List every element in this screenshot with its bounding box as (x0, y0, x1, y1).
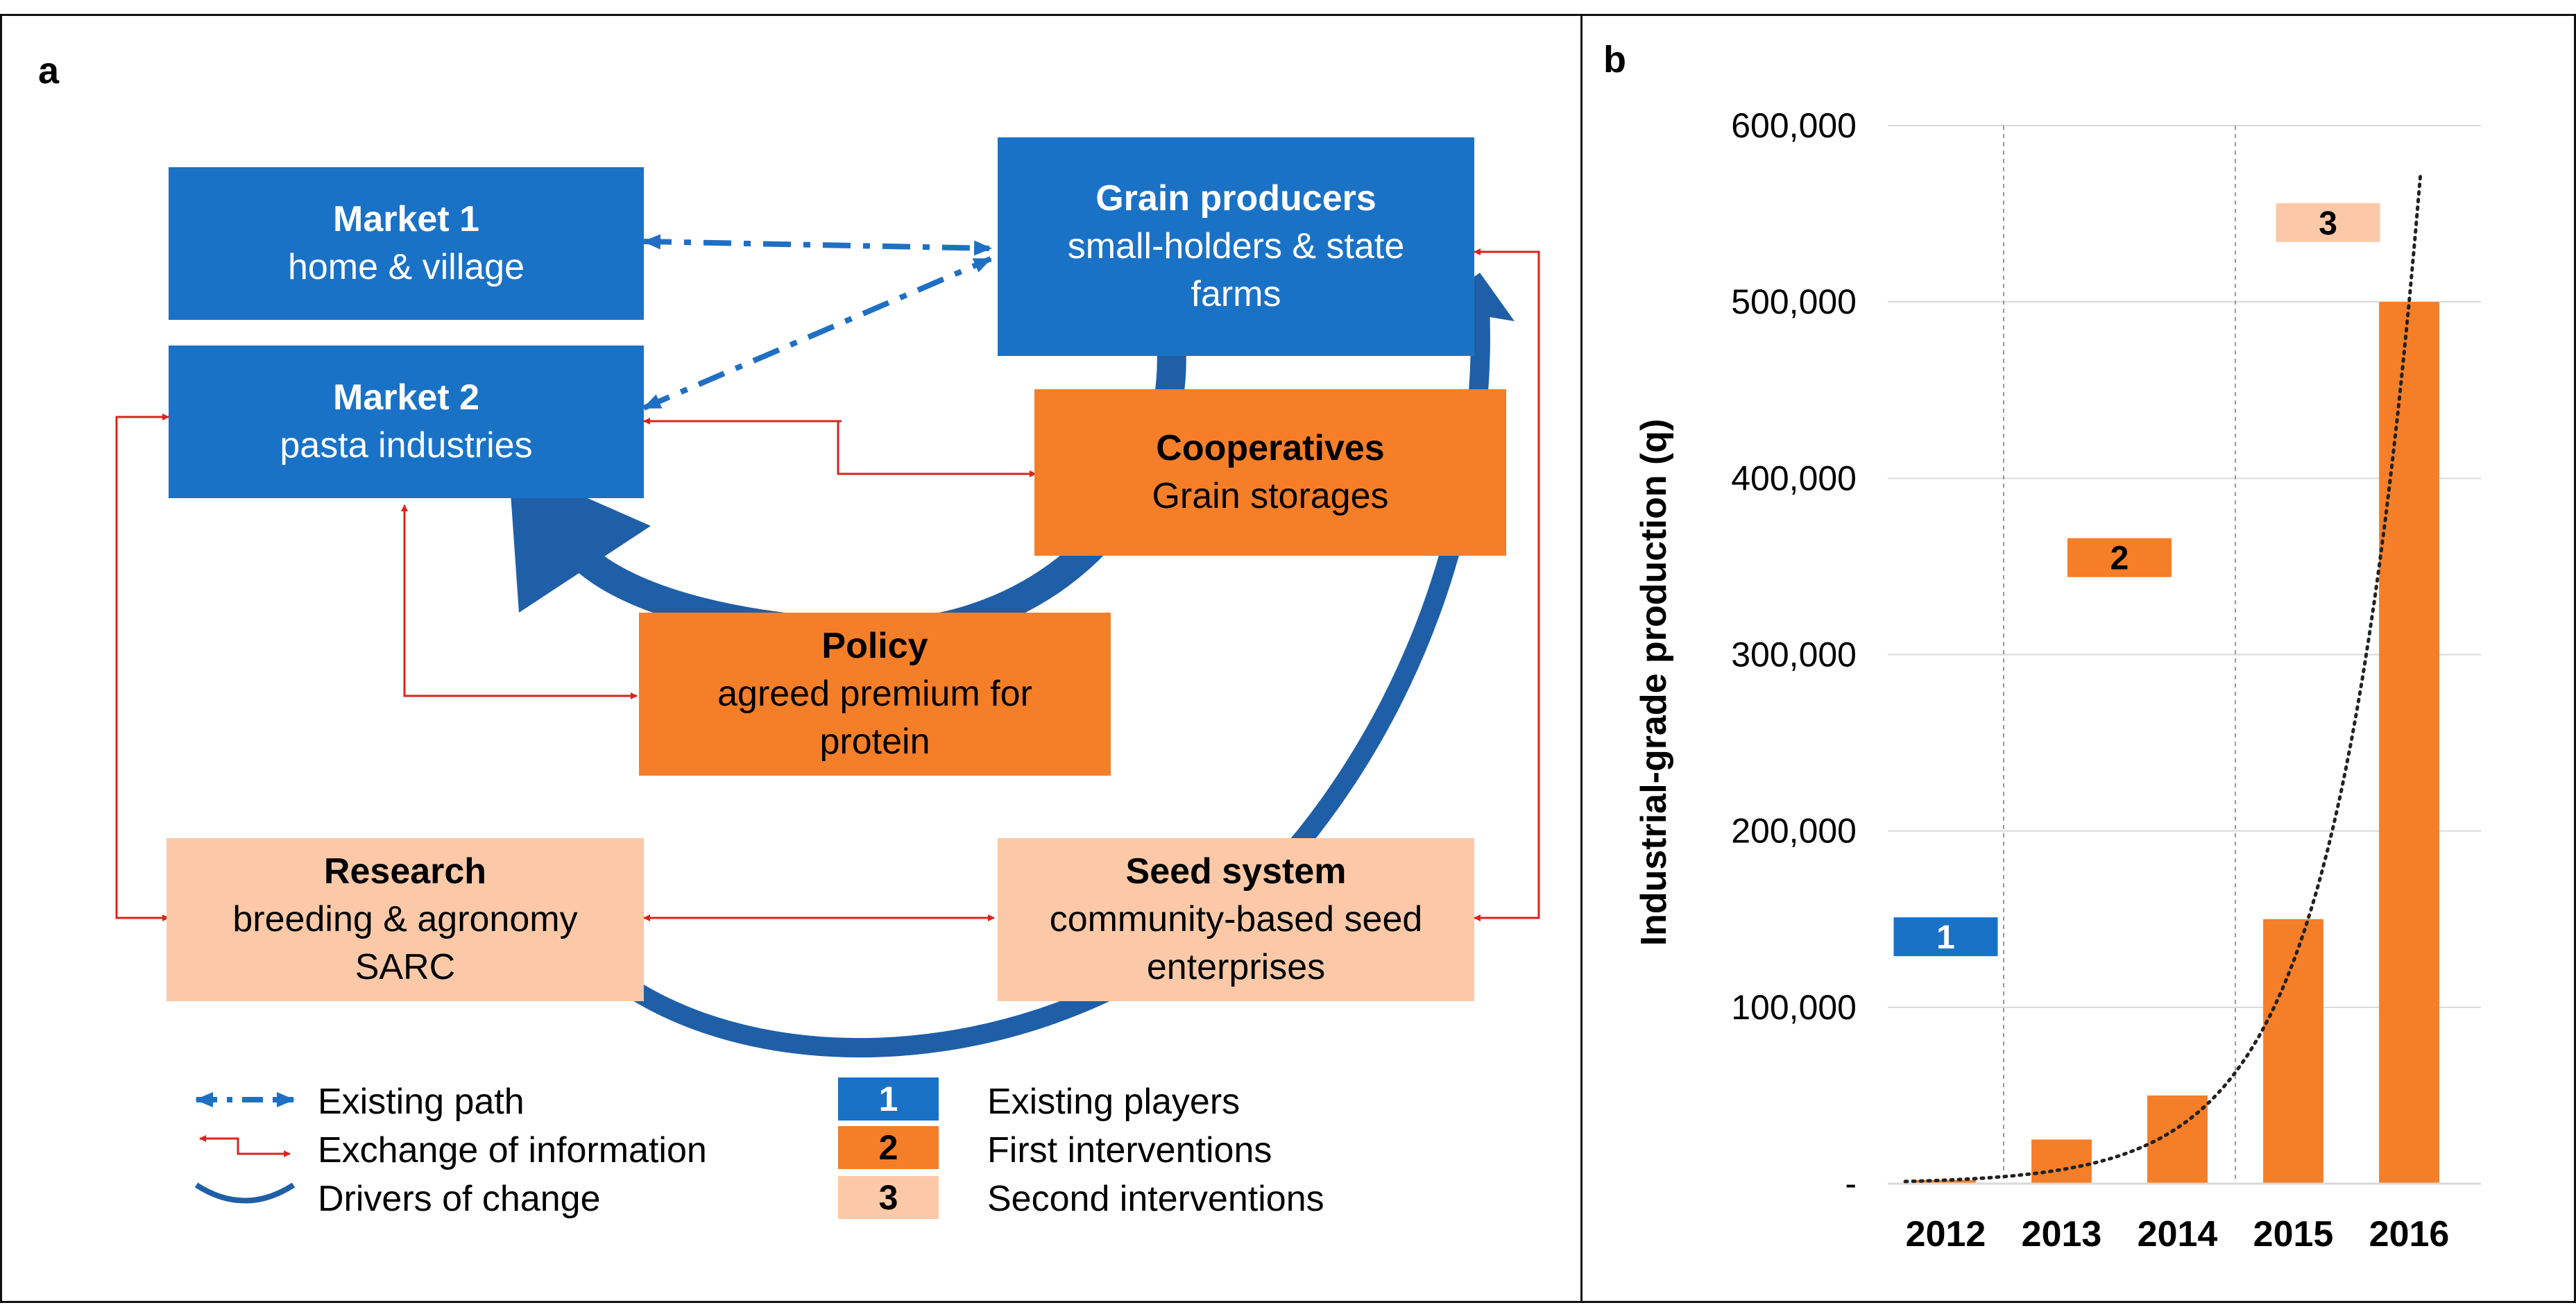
phase-marker-label: 2 (2110, 540, 2129, 577)
cooperatives-box: Cooperatives Grain storages (1034, 389, 1506, 556)
panel-b-chart: b - 100,000 200,000 300,000 400,000 500,000 60… (1580, 14, 2576, 1303)
cooperatives-line: Grain storages (1152, 476, 1389, 516)
policy-line1: agreed premium for (717, 673, 1032, 714)
trendline (1903, 169, 2423, 1184)
legend-exchange: Exchange of information (318, 1130, 707, 1170)
seed-line1: community-based seed (1049, 898, 1423, 939)
y-tick-label: 500,000 (1731, 282, 1857, 321)
y-tick-label: - (1845, 1164, 1857, 1203)
policy-box: Policy agreed premium for protein (639, 613, 1111, 776)
research-line2: SARC (355, 947, 456, 988)
seed-system-box: Seed system community-based seed enterpr… (998, 838, 1474, 1001)
producers-title: Grain producers (1095, 178, 1376, 219)
production-chart: - 100,000 200,000 300,000 400,000 500,000 600,… (1634, 106, 2481, 1254)
grain-producers-box: Grain producers small-holders & state fa… (998, 137, 1474, 356)
driver-arrowhead-market2 (509, 463, 651, 613)
bar-2014 (2147, 1095, 2208, 1184)
market2-line: pasta industries (280, 425, 533, 466)
research-line1: breeding & agronomy (232, 898, 578, 939)
producers-line1: small-holders & state (1067, 225, 1405, 266)
x-tick-label: 2016 (2369, 1214, 2450, 1254)
market1-title: Market 1 (333, 198, 479, 239)
phase-marker-1 (1893, 917, 1998, 957)
phase-marker-label: 3 (2319, 205, 2337, 242)
legend-swatch-2: 2 (838, 1126, 939, 1169)
panel-b-letter: b (1603, 39, 1626, 80)
existing-path-1 (642, 234, 992, 256)
phase-marker-label: 1 (1936, 919, 1955, 956)
y-tick-label: 100,000 (1731, 988, 1857, 1027)
legend-drivers: Drivers of change (318, 1179, 601, 1219)
info-market2-research (115, 416, 169, 921)
y-tick-label: 300,000 (1731, 636, 1857, 674)
policy-title: Policy (821, 625, 928, 666)
info-market2-policy (403, 505, 638, 699)
legend-swatch-1: 1 (838, 1077, 939, 1121)
legend-existing-path: Existing path (318, 1082, 524, 1122)
research-box: Research breeding & agronomy SARC (167, 838, 644, 1001)
legend-exchange-glyph (200, 1137, 291, 1157)
y-tick-label: 200,000 (1731, 812, 1857, 851)
bar-2013 (2031, 1139, 2092, 1184)
market1-line: home & village (287, 247, 525, 287)
research-title: Research (323, 851, 487, 892)
bar-2012 (1916, 1179, 1976, 1184)
legend-drivers-glyph (194, 1182, 296, 1204)
legend-second-interventions: Second interventions (987, 1179, 1324, 1219)
x-tick-label: 2015 (2253, 1214, 2334, 1254)
market2-box: Market 2 pasta industries (169, 346, 644, 498)
panel-a-letter: a (38, 50, 60, 92)
legend-first-interventions: First interventions (987, 1130, 1272, 1170)
seed-line2: enterprises (1146, 947, 1326, 988)
legend-swatch-3: 3 (838, 1176, 939, 1219)
y-tick-label: 600,000 (1731, 106, 1857, 145)
market1-box: Market 1 home & village (169, 167, 644, 320)
seed-title: Seed system (1125, 851, 1347, 892)
bar-2016 (2379, 302, 2439, 1184)
phase-marker-2 (2067, 538, 2172, 577)
y-axis-title: Industrial-grade production (q) (1634, 419, 1674, 946)
x-tick-label: 2012 (1906, 1214, 1986, 1254)
info-market2-coops (644, 420, 1037, 477)
legend-existing-players: Existing players (987, 1082, 1240, 1122)
x-tick-label: 2013 (2022, 1214, 2102, 1254)
producers-line2: farms (1191, 274, 1281, 315)
existing-path-2 (642, 256, 992, 411)
cooperatives-title: Cooperatives (1156, 427, 1385, 468)
bar-2015 (2263, 919, 2323, 1184)
policy-line2: protein (819, 722, 930, 763)
panel-a-diagram: a (0, 14, 1583, 1303)
phase-marker-3 (2276, 203, 2380, 242)
market2-title: Market 2 (333, 377, 479, 418)
y-tick-label: 400,000 (1731, 459, 1857, 497)
x-tick-label: 2014 (2138, 1214, 2218, 1254)
